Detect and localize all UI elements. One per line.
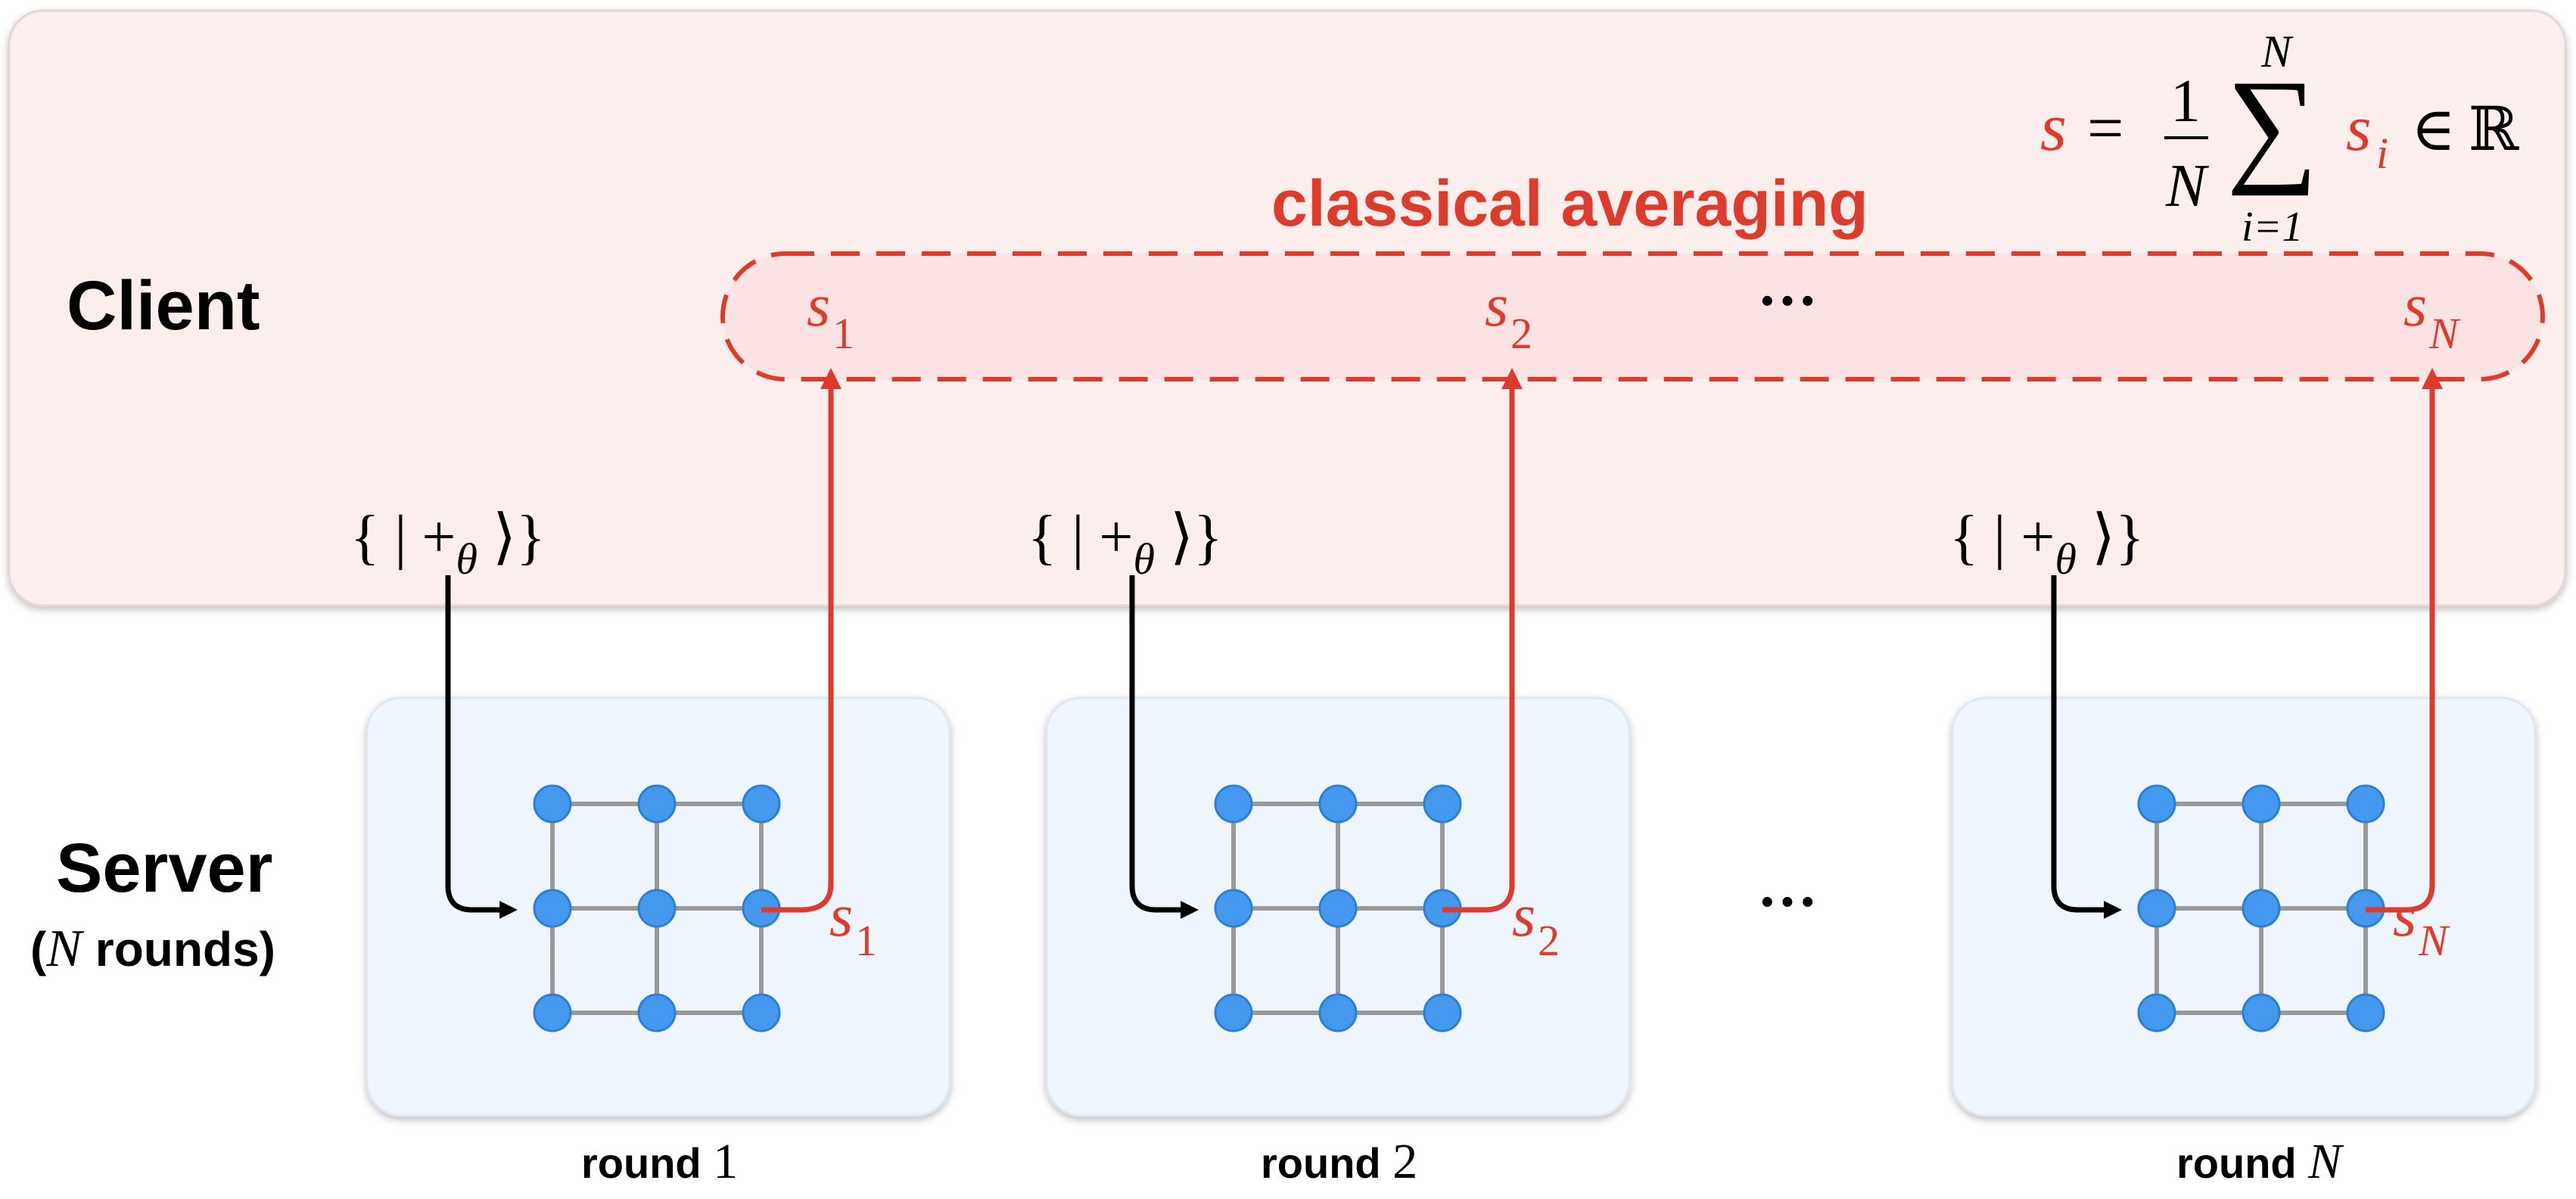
result-symbol: s <box>807 272 830 339</box>
collected-result-n: s N <box>2403 272 2461 358</box>
average-formula: s = 1 N N ∑ i=1 s i ∈ ℝ <box>2040 26 2520 251</box>
output-arrow <box>1442 368 1523 913</box>
formula-lhs: s <box>2040 90 2067 165</box>
result-subscript: N <box>2428 309 2461 358</box>
round-2: { | +θ ⟩} s 2 round 2 <box>1028 368 1631 1189</box>
formula-sum-lower: i=1 <box>2242 204 2303 251</box>
state-label: { | +θ ⟩} <box>1949 504 2145 584</box>
server-sublabel: (N rounds) <box>30 920 275 978</box>
output-arrow <box>761 368 842 913</box>
round-1: { | +θ ⟩} s 1 round 1 <box>350 368 951 1189</box>
qubit-lattice <box>533 784 781 1032</box>
qubit-node <box>1214 889 1253 928</box>
collected-result-2: s 2 <box>1485 272 1532 358</box>
output-symbol: s <box>2393 883 2416 949</box>
server-ellipsis: ··· <box>1757 869 1818 936</box>
round-label: round 1 <box>581 1134 738 1189</box>
output-subscript: 2 <box>1538 916 1560 965</box>
round-label: round 2 <box>1261 1134 1417 1189</box>
qubit-node <box>1214 993 1253 1032</box>
result-symbol: s <box>1485 272 1508 339</box>
qubit-node <box>1214 784 1253 824</box>
state-label: { | +θ ⟩} <box>350 504 546 584</box>
formula-term: s <box>2346 92 2371 164</box>
averaging-region <box>720 251 2545 382</box>
formula-set: ℝ <box>2469 97 2520 164</box>
client-label: Client <box>67 267 260 344</box>
qubit-lattice <box>1214 784 1462 1032</box>
qubit-node <box>742 993 781 1032</box>
state-label: { | +θ ⟩} <box>1028 504 1223 584</box>
formula-in: ∈ <box>2411 97 2456 164</box>
qubit-node <box>742 784 781 824</box>
qubit-node <box>2242 889 2281 928</box>
formula-term-sub: i <box>2376 129 2388 178</box>
formula-sum-symbol: ∑ <box>2226 54 2318 196</box>
qubit-node <box>2137 889 2176 928</box>
qubit-node <box>2346 784 2385 824</box>
result-subscript: 2 <box>1510 309 1532 358</box>
output-symbol: s <box>1512 883 1535 949</box>
qubit-node <box>1318 784 1358 824</box>
qubit-node <box>1423 784 1462 824</box>
result-subscript: 1 <box>832 309 854 358</box>
formula-fraction-numerator: 1 <box>2170 68 2201 135</box>
qubit-node <box>1318 889 1358 928</box>
input-arrow <box>445 575 518 919</box>
round-label: round N <box>2176 1134 2344 1189</box>
output-arrow <box>2366 368 2443 913</box>
averaging-title: classical averaging <box>1271 167 1868 240</box>
qubit-node <box>2346 993 2385 1032</box>
qubit-node <box>533 889 572 928</box>
qubit-node <box>2137 784 2176 824</box>
output-subscript: N <box>2418 916 2450 965</box>
output-symbol: s <box>829 883 853 949</box>
formula-fraction-denominator: N <box>2165 153 2210 220</box>
output-subscript: 1 <box>855 916 877 965</box>
qubit-node <box>637 993 677 1032</box>
collected-ellipsis: ··· <box>1757 268 1818 335</box>
qubit-node <box>637 889 677 928</box>
qubit-node <box>533 784 572 824</box>
qubit-node <box>533 993 572 1032</box>
qubit-node <box>1318 993 1358 1032</box>
qubit-node <box>2242 993 2281 1032</box>
formula-sum-upper: N <box>2260 26 2294 76</box>
round-n: { | +θ ⟩} s N round N <box>1949 368 2537 1189</box>
qubit-node <box>2242 784 2281 824</box>
server-label: Server <box>56 830 272 907</box>
collected-result-1: s 1 <box>807 272 854 358</box>
result-symbol: s <box>2403 272 2427 339</box>
input-arrow <box>1129 575 1199 919</box>
qubit-node <box>1423 993 1462 1032</box>
input-arrow <box>2051 575 2122 919</box>
qubit-node <box>2137 993 2176 1032</box>
qubit-lattice <box>2137 784 2385 1032</box>
formula-equals: = <box>2087 92 2124 164</box>
qubit-node <box>637 784 677 824</box>
